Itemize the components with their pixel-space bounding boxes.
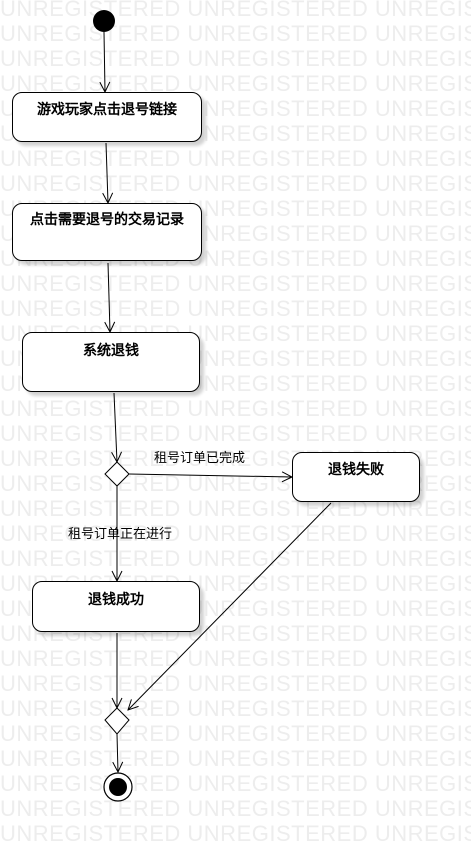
edge-start-to-click-link (104, 31, 105, 92)
decision-node (104, 461, 130, 487)
initial-node (93, 10, 115, 32)
edge-system-refund-to-decision (114, 392, 117, 462)
edge-click-link-to-select-record (106, 142, 108, 203)
merge-node (104, 707, 130, 735)
activity-label: 退钱失败 (328, 462, 384, 478)
activity-refund-failed: 退钱失败 (292, 452, 420, 502)
activity-label: 点击需要退号的交易记录 (30, 212, 184, 228)
activity-refund-success: 退钱成功 (32, 581, 200, 632)
activity-system-refund: 系统退钱 (22, 332, 200, 392)
guard-order-completed: 租号订单已完成 (154, 451, 246, 466)
edge-select-record-to-system-refund (108, 262, 110, 332)
activity-select-record: 点击需要退号的交易记录 (12, 203, 202, 261)
edge-refund-failed-to-merge (128, 502, 332, 710)
edge-merge-to-final (117, 733, 118, 772)
activity-label: 游戏玩家点击退号链接 (37, 102, 177, 118)
activity-click-link: 游戏玩家点击退号链接 (12, 92, 202, 142)
activity-label: 退钱成功 (88, 592, 144, 608)
final-node (103, 772, 133, 802)
guard-order-in-progress: 租号订单正在进行 (68, 527, 173, 542)
edge-decision-to-refund-failed (128, 474, 292, 477)
activity-label: 系统退钱 (83, 343, 139, 359)
